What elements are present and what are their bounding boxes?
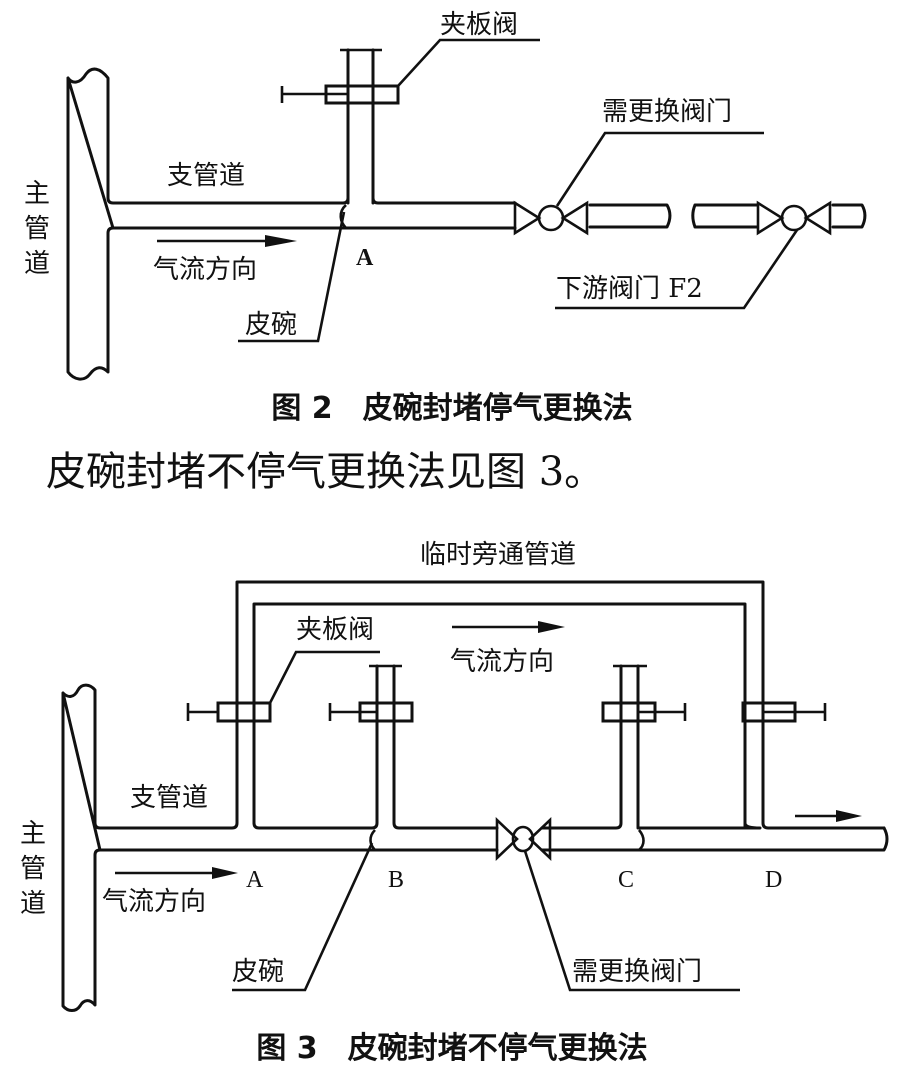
body-paragraph: 皮碗封堵不停气更换法见图 3。 [46,449,604,495]
fig2-caption: 图 2 皮碗封堵停气更换法 [271,391,632,426]
fig3-main-bottom-line [98,826,889,852]
fig2-main-pipe [66,67,345,381]
fig2-vertical-stub [341,48,517,205]
fig2-pipe-end [831,203,867,229]
fig3-leader-valve-replace [523,850,740,992]
fig2-label-valve-to-replace: 需更换阀门 [602,97,732,127]
fig3-branch-top-1 [252,664,379,830]
fig2-downstream-valve-f2 [756,200,832,236]
fig3-label-branch-pipe: 支管道 [130,783,208,813]
fig3-label-main-pipe-2: 管 [20,854,46,884]
fig3-label-point-c: C [618,867,634,893]
fig3-branch-top-3 [540,664,623,830]
fig2-flow-arrow-head [265,235,297,247]
fig3-flow-arrow-top-head [538,621,565,633]
fig3-label-flow-direction-top: 气流方向 [450,647,554,677]
fig2-label-main-pipe-3: 道 [24,249,50,279]
fig3-label-valve-to-replace: 需更换阀门 [572,957,702,987]
fig2-label-flow-direction: 气流方向 [153,255,257,285]
fig3-wafer-valve-a [216,701,272,723]
fig3-label-point-b: B [388,867,404,893]
fig3-wafer-valve-d-handle [763,703,827,721]
fig2-pipe-segment-2 [691,203,759,229]
fig2-leader-wafer-valve [397,38,540,87]
fig3-wafer-valve-c-handle [638,703,687,721]
fig2-label-downstream-valve: 下游阀门 F2 [556,274,703,304]
fig3-branch-top-4 [636,664,762,830]
fig3-wafer-valve-b-handle [328,703,377,721]
fig2-stub-through [346,48,375,205]
fig3-leather-cup-c [637,829,645,851]
figure-2: 夹板阀 支管道 需更换阀门 气流方向 A 下游阀门 F2 皮碗 主 管 道 图 … [24,10,867,426]
fig3-label-point-d: D [765,867,782,893]
fig2-pipe-segment [588,203,672,229]
fig3-label-main-pipe-1: 主 [20,819,46,849]
fig3-label-wafer-valve: 夹板阀 [296,615,374,645]
fig2-leather-cup [339,204,347,229]
fig2-valve-to-replace [513,200,589,236]
fig3-caption: 图 3 皮碗封堵不停气更换法 [256,1031,647,1066]
fig2-leader-downstream [555,229,799,310]
fig3-branch-top-2 [392,664,499,830]
fig3-bypass-through-a [235,701,256,723]
fig3-flow-arrow-out-head [836,810,862,822]
figure-3: 临时旁通管道 夹板阀 气流方向 支管道 气流方向 A B C D 皮碗 需更换阀… [20,540,889,1066]
fig3-valve-to-replace [495,816,552,862]
fig2-leader-leather-cup [238,211,346,343]
fig3-leader-wafer-valve [268,650,380,704]
fig2-leader-valve-replace [555,131,764,207]
fig3-leader-leather-cup [232,842,374,992]
fig3-wafer-valve-a-handle [186,703,218,721]
fig3-label-bypass-pipe: 临时旁通管道 [420,540,576,570]
fig3-label-main-pipe-3: 道 [20,889,46,919]
fig3-label-leather-cup: 皮碗 [232,957,284,987]
fig2-wafer-valve-handle [280,86,348,103]
fig2-label-main-pipe-1: 主 [24,179,50,209]
fig3-main-pipe [61,580,886,1012]
fig3-flow-arrow-bottom-head [212,867,238,879]
fig3-leather-cup-b [369,829,376,851]
fig3-label-point-a: A [246,867,264,893]
fig2-label-main-pipe-2: 管 [24,214,50,244]
fig2-label-point-a: A [356,245,374,271]
fig3-label-flow-direction-bottom: 气流方向 [102,887,206,917]
fig2-label-branch-pipe: 支管道 [167,161,245,191]
fig2-label-wafer-valve: 夹板阀 [440,10,518,40]
fig2-label-leather-cup: 皮碗 [245,310,297,340]
